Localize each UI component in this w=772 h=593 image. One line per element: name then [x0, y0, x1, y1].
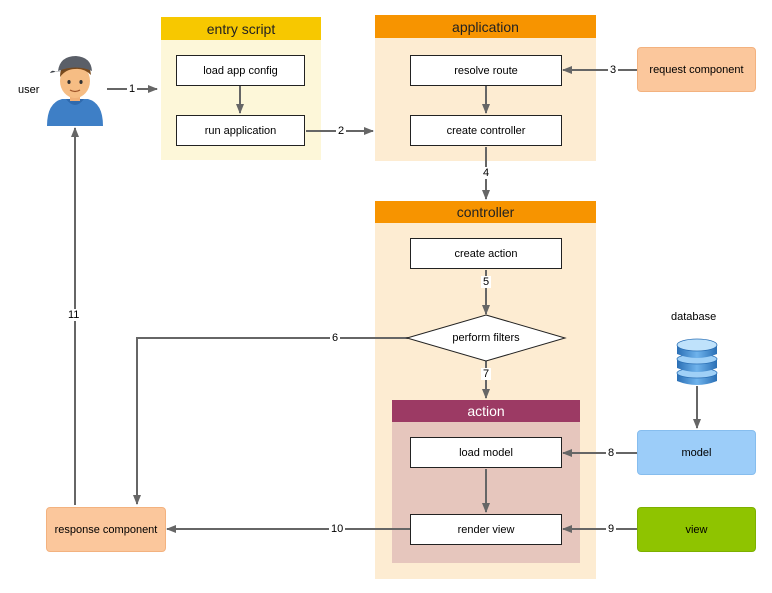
entry-script-header: entry script — [161, 17, 321, 40]
step-8: 8 — [606, 447, 617, 459]
load-app-config-box: load app config — [176, 55, 305, 86]
load-model-box: load model — [410, 437, 562, 468]
create-controller-box: create controller — [410, 115, 562, 146]
step-4: 4 — [481, 167, 492, 179]
user-icon — [47, 56, 103, 126]
database-icon — [676, 338, 718, 385]
run-application-box: run application — [176, 115, 305, 146]
perform-filters-label: perform filters — [452, 332, 520, 344]
render-view-box: render view — [410, 514, 562, 545]
step-9: 9 — [606, 523, 617, 535]
step-5: 5 — [481, 276, 492, 288]
application-header: application — [375, 15, 596, 38]
step-7: 7 — [481, 368, 492, 380]
perform-filters-diamond — [405, 314, 567, 362]
response-component: response component — [46, 507, 166, 552]
arrow-filters-to-response — [133, 337, 408, 505]
action-header: action — [392, 400, 580, 422]
request-component: request component — [637, 47, 756, 92]
model-component: model — [637, 430, 756, 475]
step-3: 3 — [608, 64, 619, 76]
create-action-box: create action — [410, 238, 562, 269]
view-component: view — [637, 507, 756, 552]
database-label: database — [671, 311, 717, 323]
controller-header: controller — [375, 201, 596, 223]
step-1: 1 — [127, 83, 138, 95]
step-2: 2 — [336, 125, 347, 137]
resolve-route-box: resolve route — [410, 55, 562, 86]
step-6: 6 — [330, 332, 341, 344]
user-label: user — [18, 84, 40, 96]
step-11: 11 — [66, 309, 82, 321]
step-10: 10 — [329, 523, 346, 535]
